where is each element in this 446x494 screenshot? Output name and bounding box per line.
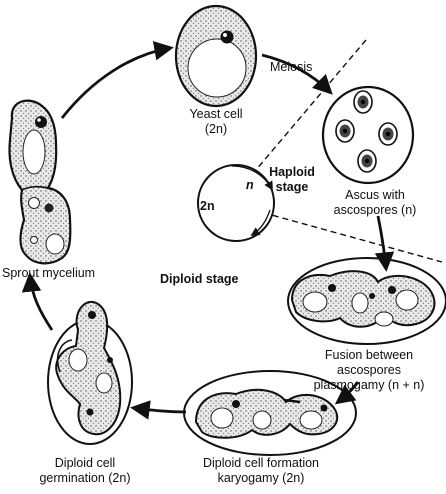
ascospore xyxy=(378,122,398,146)
arrow-meiosis xyxy=(261,53,333,95)
arrow-ascus-to-fusion xyxy=(374,215,395,272)
ascospore xyxy=(335,119,355,143)
central-cycle-circle xyxy=(197,164,275,242)
haploid-stage-label: Haploid stage xyxy=(269,165,315,194)
arrow-germination-to-sprout xyxy=(21,272,54,331)
ascospore xyxy=(357,149,377,173)
arrow-karyogamy-to-germination xyxy=(130,400,187,420)
karyogamy-label: Diploid cell formation karyogamy (2n) xyxy=(202,456,320,485)
fusion-label: Fusion between ascospores plasmogamy (n … xyxy=(313,348,425,392)
sprout-mycelium-label: Sprout mycelium xyxy=(2,266,96,280)
arrow-sprout-to-yeast xyxy=(60,41,174,119)
yeast-cell xyxy=(174,4,258,108)
germination-stage xyxy=(47,301,133,445)
cycle-arrows xyxy=(21,41,395,420)
ploidy-n-label: n xyxy=(246,178,254,192)
diploid-stage-label: Diploid stage xyxy=(160,272,239,286)
sprout-mycelium xyxy=(8,99,72,265)
ascospore xyxy=(353,90,373,114)
karyogamy-stage xyxy=(183,370,357,456)
ascus-label: Ascus with ascospores (n) xyxy=(333,188,417,217)
germination-label: Diploid cell germination (2n) xyxy=(39,456,131,485)
meiosis-label: Meiosis xyxy=(270,60,313,74)
arrow-fusion-to-karyogamy xyxy=(334,381,360,405)
plasmogamy-stage xyxy=(287,257,446,345)
yeast-cell-label: Yeast cell (2n) xyxy=(189,107,243,136)
ascus xyxy=(321,85,415,185)
ploidy-2n-label: 2n xyxy=(200,199,215,213)
